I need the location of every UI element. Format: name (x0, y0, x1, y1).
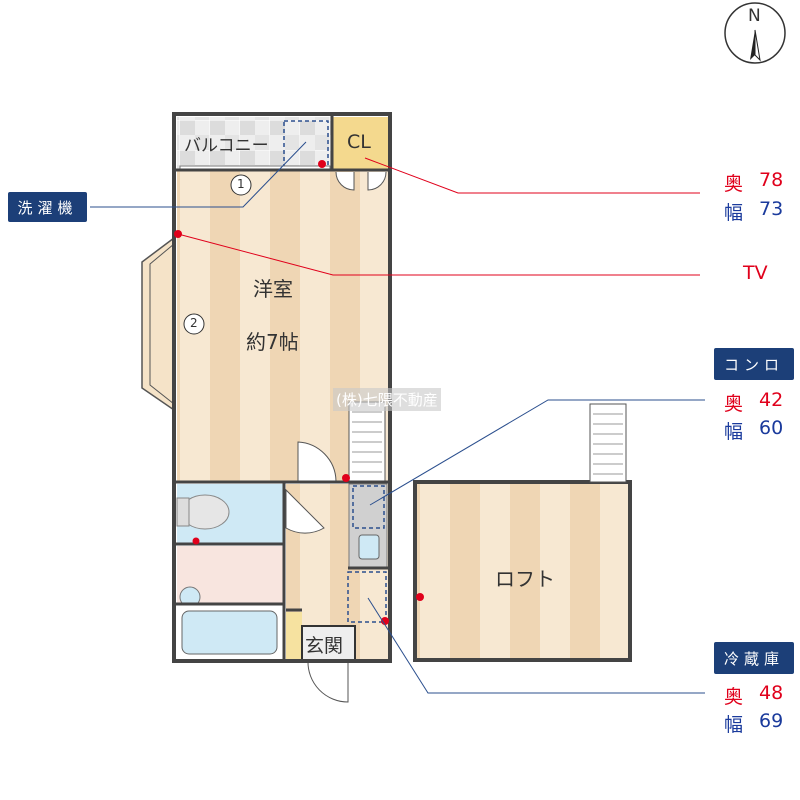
closet-label: CL (347, 131, 371, 153)
closet-leader-line (364, 157, 700, 194)
watermark: (株)七隈不動産 (333, 388, 441, 411)
bay-window (141, 236, 175, 412)
western-room-size: 約7帖 (246, 330, 299, 354)
stairs (348, 401, 386, 483)
outlet-dots (174, 160, 424, 625)
stove-leader-line (369, 399, 705, 506)
fridge-badge: 冷蔵庫 (714, 642, 794, 674)
tv-leader-line (177, 233, 700, 276)
balcony (177, 117, 332, 170)
western-room-label: 洋室 (253, 277, 293, 301)
marker-1: 1 (237, 177, 245, 191)
compass-icon (724, 2, 786, 64)
stove-badge: コンロ (714, 348, 794, 380)
tv-label: TV (743, 262, 768, 284)
marker-2: 2 (190, 316, 198, 330)
entrance-label: 玄関 (305, 635, 344, 657)
balcony-label: バルコニー (184, 136, 269, 156)
compass-north-label: N (748, 6, 761, 26)
stove-space (352, 485, 385, 529)
closet (332, 117, 388, 170)
loft (413, 480, 632, 662)
loft-label: ロフト (495, 567, 555, 591)
fridge-space (347, 571, 387, 623)
washing-machine-badge: 洗濯機 (8, 192, 87, 222)
washer-leader-line (90, 141, 307, 208)
loft-ladder (589, 403, 627, 483)
fridge-leader-line (367, 597, 705, 694)
